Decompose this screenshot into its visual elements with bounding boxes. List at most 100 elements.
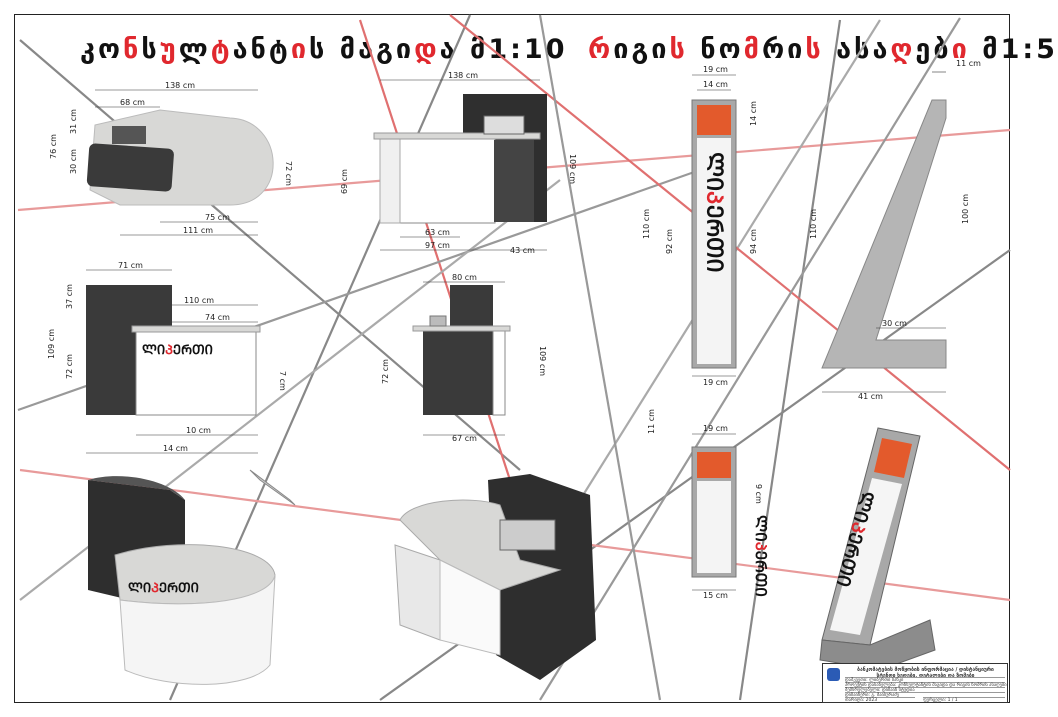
- end-countertop: [412, 325, 511, 332]
- side-drawer-unit: [494, 140, 534, 222]
- title-block-row: ფურცელი: 1 / 1: [923, 697, 1005, 703]
- persp-right-countertop: [399, 499, 562, 591]
- title-segment: ტ: [210, 34, 233, 65]
- desk-front-elevation: ᲚᲘᲞᲔᲠᲗᲘ 71 cm 110 cm 74 cm 37 cm 109 cm …: [47, 261, 287, 454]
- title-segment: ანტ: [232, 34, 291, 65]
- end-panel: [492, 329, 506, 416]
- dim-front-37: 37 cm: [65, 284, 74, 309]
- title-segment: იგი: [613, 34, 670, 65]
- persp-right-printer: [499, 519, 556, 551]
- bg-line-grey-7: [538, 14, 662, 701]
- title-block-row: დიზაინერი: გ. მაისურაძე: [845, 692, 1005, 698]
- title-block-row: შემსრულებელი: დიზაინ სტუდია: [845, 687, 1005, 693]
- title-segment: ი: [290, 34, 310, 65]
- dim-side-41: 41 cm: [858, 392, 883, 401]
- dim-front-71: 71 cm: [118, 261, 143, 270]
- title-segment: მ1:5: [969, 34, 1058, 65]
- dim-side-109: 109 cm: [568, 154, 577, 184]
- desk-top-printer: [112, 126, 146, 144]
- dim-small-15: 15 cm: [703, 591, 728, 600]
- dim-front-74: 74 cm: [205, 313, 230, 322]
- desk-end-elevation: 80 cm 72 cm 109 cm 67 cm: [381, 273, 547, 443]
- end-printer: [429, 315, 447, 327]
- title-segment: ღ: [890, 34, 916, 65]
- dim-stand-92: 92 cm: [665, 229, 674, 254]
- persp-right-panel: [394, 544, 441, 641]
- title-queue-stand: რიგის ნომრის ასაღები მ1:5: [588, 34, 1058, 65]
- dim-side-138: 138 cm: [448, 71, 478, 80]
- persp-stand-base: [819, 619, 936, 671]
- title-segment: ს: [805, 34, 824, 65]
- dim-front-109: 109 cm: [47, 329, 56, 359]
- title-segment: ს: [669, 34, 688, 65]
- dim-side-69: 69 cm: [340, 169, 349, 194]
- dim-top-68: 68 cm: [120, 98, 145, 107]
- stand-front-screen: [697, 105, 731, 135]
- dim-side-110: 110 cm: [809, 209, 818, 239]
- dim-side-97: 97 cm: [425, 241, 450, 250]
- title-segment: ს: [141, 34, 160, 65]
- stand-small-brand: ᲚᲘᲞᲔᲠᲗᲘ: [752, 515, 770, 597]
- dim-stand-110: 110 cm: [642, 209, 651, 239]
- title-segment: ნო: [687, 34, 744, 65]
- title-segment: ს მაგი: [309, 34, 415, 65]
- persp-left-brand-logo: ᲚᲘᲞᲔᲠᲗᲘ: [128, 581, 199, 596]
- persp-stand-screen: [874, 438, 912, 478]
- title-segment: ი: [951, 34, 970, 65]
- dim-front-10: 10 cm: [186, 426, 211, 435]
- title-block-header: ბანკომატების მოწყობის ინფორმაცია / დისტა…: [857, 667, 994, 679]
- dim-small-11: 11 cm: [647, 409, 656, 434]
- dim-top-76: 76 cm: [49, 134, 58, 159]
- side-countertop: [373, 132, 541, 140]
- dim-side-100: 100 cm: [961, 194, 970, 224]
- title-block-row: დამკვეთი: ლიბერთი ბანკი: [845, 677, 1005, 683]
- sheet-frame: [14, 14, 1010, 703]
- desk-top-cabinet: [86, 143, 174, 192]
- dim-end-80: 80 cm: [452, 273, 477, 282]
- desk-side-elevation: 138 cm 69 cm 109 cm 63 cm 97 cm 43 cm: [340, 71, 577, 255]
- bg-line-grey-4: [738, 19, 842, 701]
- stand-side-view: 11 cm 110 cm 100 cm 30 cm 41 cm: [809, 59, 981, 401]
- side-printer: [483, 115, 525, 135]
- dim-side-11: 11 cm: [956, 59, 981, 68]
- front-brand-logo: ᲚᲘᲞᲔᲠᲗᲘ: [142, 343, 213, 358]
- dim-stand-19-bot: 19 cm: [703, 378, 728, 387]
- stand-small-screen: [697, 452, 731, 478]
- title-segment: ნ: [123, 34, 142, 65]
- title-segment: ებ: [915, 34, 952, 65]
- dim-side-63: 63 cm: [425, 228, 450, 237]
- title-segment: დ: [414, 34, 440, 65]
- dim-stand-94: 94 cm: [749, 229, 758, 254]
- stand-perspective: ᲚᲘᲞᲔᲠᲗᲘ: [819, 427, 936, 671]
- title-consultant-desk: კონსულტანტის მაგიდა მ1:10: [80, 34, 567, 65]
- title-segment: მ: [743, 34, 762, 65]
- bg-line-grey-9: [539, 17, 961, 701]
- title-segment: რ: [588, 34, 614, 65]
- dim-end-72: 72 cm: [381, 359, 390, 384]
- dim-end-67: 67 cm: [452, 434, 477, 443]
- dim-top-31: 31 cm: [69, 109, 78, 134]
- dim-small-9: 9 cm: [754, 484, 763, 504]
- dim-end-109: 109 cm: [538, 346, 547, 376]
- dim-top-72: 72 cm: [284, 161, 293, 186]
- persp-stand-panel: [830, 478, 902, 635]
- desk-perspective-right: [394, 474, 596, 680]
- company-logo-icon: [827, 668, 840, 681]
- title-segment: უ: [159, 34, 179, 65]
- title-block-row: თარიღი: 2023: [845, 697, 915, 703]
- dim-top-138: 138 cm: [165, 81, 195, 90]
- end-drawer: [423, 330, 453, 415]
- front-desk-body: [135, 329, 257, 416]
- dim-front-110: 110 cm: [184, 296, 214, 305]
- dim-top-111: 111 cm: [183, 226, 213, 235]
- persp-left-desk-body: [119, 574, 276, 685]
- dim-stand-h14: 14 cm: [749, 101, 758, 126]
- end-cabinet: [450, 285, 493, 415]
- dim-front-14: 14 cm: [163, 444, 188, 453]
- stand-small-panel: [697, 481, 731, 573]
- dim-top-30: 30 cm: [69, 149, 78, 174]
- desk-perspective-left: ᲚᲘᲞᲔᲠᲗᲘ: [88, 469, 296, 685]
- dim-stand-19-top: 19 cm: [703, 65, 728, 74]
- drawing-canvas: 138 cm 68 cm 31 cm 76 cm 30 cm 72 cm 75 …: [17, 14, 1011, 701]
